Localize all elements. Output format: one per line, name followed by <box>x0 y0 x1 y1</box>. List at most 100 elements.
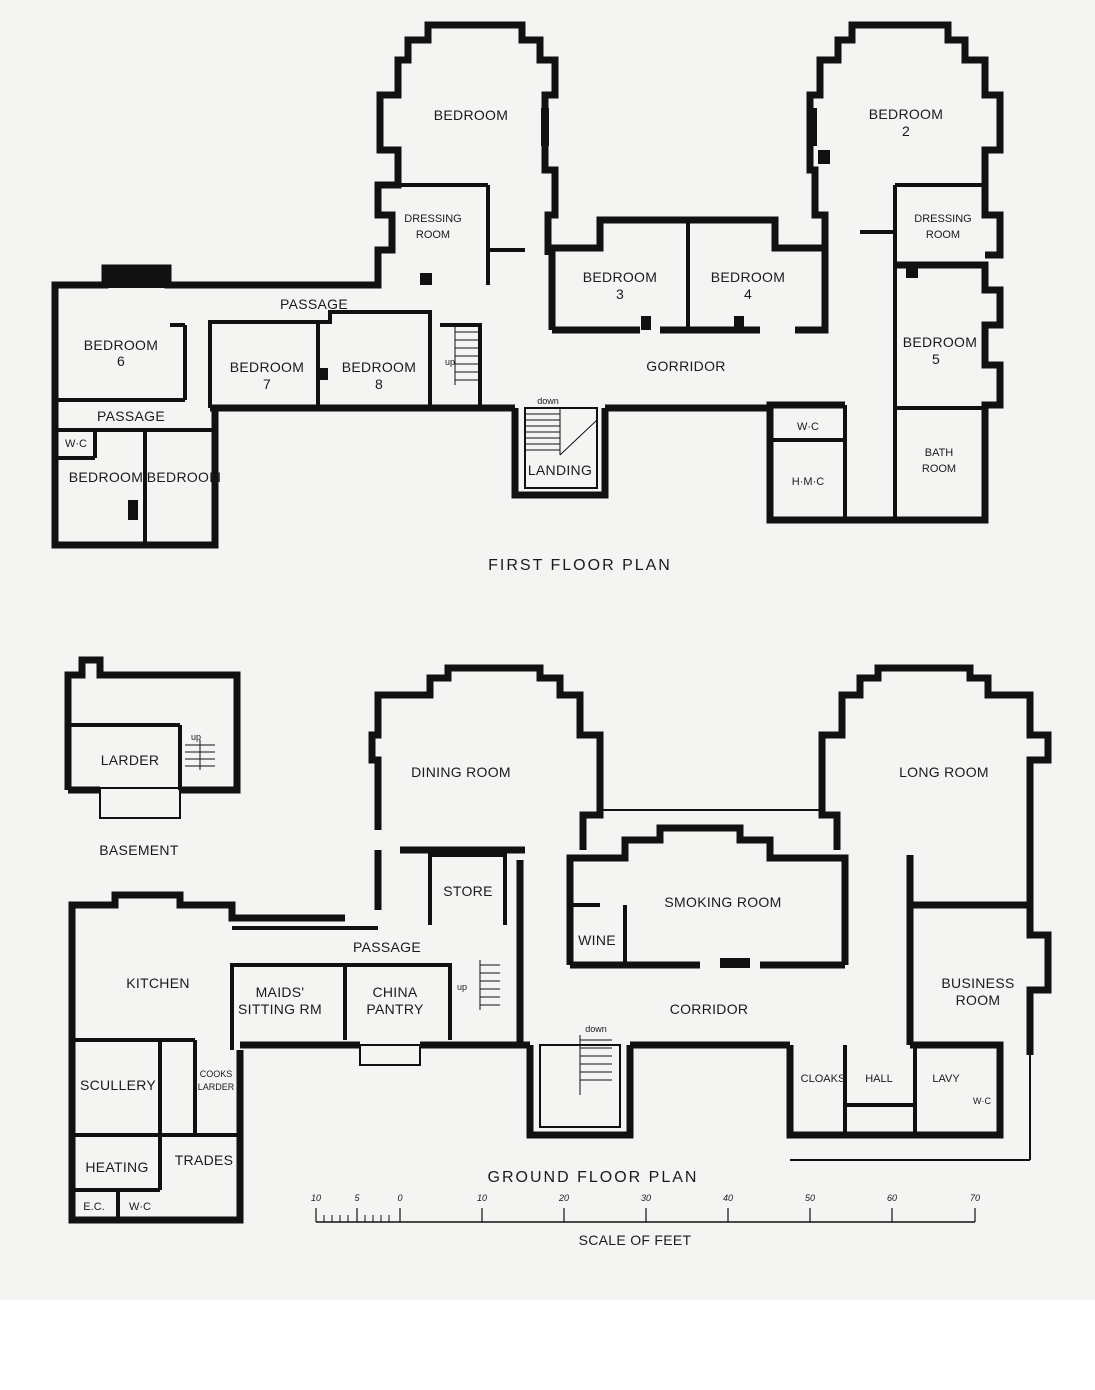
label-cooks-a: COOKS <box>200 1069 233 1079</box>
label-bedroom-6-a: BEDROOM <box>84 337 158 353</box>
label-bedroom-sw-1: BEDROOM <box>69 469 143 485</box>
label-lavy: LAVY <box>932 1073 960 1085</box>
first-floor-plan-title: FIRST FLOOR PLAN <box>488 557 672 574</box>
bottom-margin-band <box>0 1300 1095 1390</box>
label-bedroom-1: BEDROOM <box>434 107 508 123</box>
label-bedroom-sw-2: BEDROOM <box>147 469 221 485</box>
landing-inner <box>524 407 598 489</box>
scale-tick-label: 0 <box>397 1193 402 1203</box>
label-landing: LANDING <box>528 462 592 478</box>
label-bedroom-7-b: 7 <box>263 376 271 392</box>
entrance-porch-walls <box>526 1045 634 1139</box>
upper-stair-lines <box>454 325 478 385</box>
label-kitchen: KITCHEN <box>126 975 190 991</box>
label-bedroom-2-a: BEDROOM <box>869 106 943 122</box>
dining-room-walls <box>368 664 604 850</box>
main-stair-lines <box>525 408 598 456</box>
label-bedroom-2-b: 2 <box>902 123 910 139</box>
label-hall: HALL <box>865 1073 893 1085</box>
label-corridor-first: GORRIDOR <box>646 358 725 374</box>
basement-stair-lines <box>185 740 215 770</box>
label-business-b: ROOM <box>956 992 1001 1008</box>
first-floor-stair-down-label: down <box>537 396 559 406</box>
label-bedroom-3-a: BEDROOM <box>583 269 657 285</box>
scale-tick-label: 50 <box>805 1193 815 1203</box>
store-walls <box>428 853 507 925</box>
label-larder: LARDER <box>101 752 160 768</box>
west-chimney-stack <box>105 268 165 288</box>
label-passage-ground: PASSAGE <box>353 939 421 955</box>
label-maids-b: SITTING RM <box>238 1001 322 1017</box>
label-hmc: H·M·C <box>792 476 824 488</box>
ground-floor-plan: up down DI <box>68 664 1052 1224</box>
bedrooms-3-4-walls <box>548 216 829 334</box>
pantry-area-well <box>359 1044 421 1066</box>
bedroom-7-walls <box>208 320 320 408</box>
landing-walls <box>511 408 609 499</box>
bedroom-5-chimney <box>906 266 918 278</box>
ground-stair-lines <box>479 960 500 1010</box>
label-trades: TRADES <box>175 1152 234 1168</box>
label-ec: E.C. <box>83 1201 104 1213</box>
bedroom-8-walls <box>318 310 432 408</box>
basement-title: BASEMENT <box>99 842 179 858</box>
scale-bar: 10 5 0 10 20 30 40 50 60 70 SCALE OF FEE… <box>311 1193 980 1248</box>
label-bedroom-5-a: BEDROOM <box>903 334 977 350</box>
label-smoking-room: SMOKING ROOM <box>664 894 781 910</box>
scale-tick-label: 30 <box>641 1193 651 1203</box>
label-passage-upper: PASSAGE <box>280 296 348 312</box>
label-bedroom-5-b: 5 <box>932 351 940 367</box>
scale-tick-label: 70 <box>970 1193 980 1203</box>
label-wine: WINE <box>578 932 616 948</box>
label-bedroom-8-b: 8 <box>375 376 383 392</box>
label-bedroom-4-a: BEDROOM <box>711 269 785 285</box>
long-room-walls <box>818 664 1052 905</box>
label-long-room: LONG ROOM <box>899 764 989 780</box>
label-business-a: BUSINESS <box>941 975 1014 991</box>
label-cooks-b: LARDER <box>198 1082 235 1092</box>
bedroom-1-walls <box>374 21 559 275</box>
label-maids-a: MAIDS' <box>256 984 305 1000</box>
scale-bar-ticks <box>315 1208 976 1222</box>
first-floor-stair-up-label: up <box>445 357 455 367</box>
basement-plan: up LARDER BASEMENT <box>64 656 241 858</box>
business-room-walls <box>906 901 1052 1055</box>
label-store: STORE <box>443 883 492 899</box>
label-corridor-ground: CORRIDOR <box>670 1001 749 1017</box>
upper-stair-walls <box>440 323 482 408</box>
scale-title: SCALE OF FEET <box>579 1232 692 1248</box>
bedroom-8-chimney <box>318 368 328 380</box>
label-china-a: CHINA <box>372 984 417 1000</box>
scale-tick-label: 60 <box>887 1193 897 1203</box>
label-dressing-2-b: ROOM <box>926 229 960 241</box>
scale-tick-label: 10 <box>477 1193 487 1203</box>
entrance-stair-lines <box>579 1035 612 1095</box>
bedroom-2-walls <box>806 21 1004 259</box>
label-bedroom-3-b: 3 <box>616 286 624 302</box>
label-dressing-1-a: DRESSING <box>404 213 461 225</box>
first-floor-plan: down up BEDROOM DRESSING ROOM BEDROOM 2 … <box>51 21 1004 574</box>
chimney-stack <box>420 273 432 285</box>
label-bedroom-8-a: BEDROOM <box>342 359 416 375</box>
floor-plans-drawing: down up BEDROOM DRESSING ROOM BEDROOM 2 … <box>51 21 1052 1248</box>
hall-walls <box>786 1041 1004 1139</box>
label-passage-lower: PASSAGE <box>97 408 165 424</box>
smoking-fireplace <box>720 958 750 968</box>
chimney-3 <box>641 316 651 330</box>
label-bath-a: BATH <box>925 447 954 459</box>
basement-area-well <box>99 787 181 819</box>
kitchen-wing-walls <box>68 891 345 1224</box>
bedroom-1-fireplace <box>541 108 549 146</box>
scale-tick-label: 10 <box>311 1193 321 1203</box>
label-dining-room: DINING ROOM <box>411 764 511 780</box>
label-wc-small: W·C <box>129 1201 151 1213</box>
sw-chimney <box>128 500 138 520</box>
label-china-b: PANTRY <box>366 1001 424 1017</box>
label-dressing-2-a: DRESSING <box>914 213 971 225</box>
scale-tick-label: 5 <box>354 1193 360 1203</box>
bedroom-2-chimney <box>818 150 830 164</box>
scale-tick-label: 40 <box>723 1193 733 1203</box>
entrance-stair-down-label: down <box>585 1024 607 1034</box>
maids-china-walls <box>230 963 452 1050</box>
label-wc-ground: W·C <box>973 1096 991 1106</box>
